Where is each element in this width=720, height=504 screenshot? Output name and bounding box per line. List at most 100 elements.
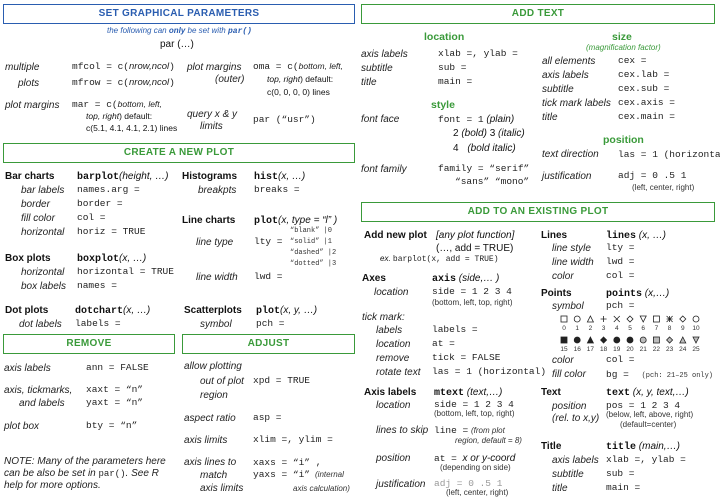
gp-subtitle: the following can only be set with par()	[107, 26, 252, 36]
note-pos: (below, left, above, right)	[606, 410, 694, 419]
code-horizontal-true: horizontal = TRUE	[77, 266, 174, 277]
pch-number: 0	[562, 325, 566, 332]
pch-number: 6	[641, 325, 645, 332]
pch-number: 17	[587, 346, 595, 353]
fn-plot-scatter: plot(x, y, …)	[256, 305, 318, 317]
any-plot-function: [any plot function]	[436, 230, 515, 241]
section-header-create-new-plot: CREATE A NEW PLOT	[3, 143, 355, 163]
label-allow-plotting: allow plotting	[184, 361, 242, 372]
code-horiz: horiz = TRUE	[77, 226, 146, 237]
code-lines-lty: lty =	[606, 242, 635, 253]
pch-symbol	[666, 336, 674, 344]
code-title-sub: sub =	[606, 468, 635, 479]
label-points-symbol: symbol	[552, 301, 584, 312]
subheader-position: position	[603, 134, 644, 146]
code-font-2-3: 2 (bold) 3 (italic)	[453, 128, 525, 139]
label-tick-labels: labels	[376, 325, 403, 336]
label-match: match	[200, 470, 228, 481]
label-axes-location: location	[374, 287, 409, 298]
label-title-title: title	[552, 483, 568, 494]
pch-number: 22	[653, 346, 661, 353]
code-xlab: xlab =, ylab =	[438, 48, 518, 59]
section-header-set-graphical-parameters: SET GRAPHICAL PARAMETERS	[3, 4, 355, 24]
pch-symbol	[639, 336, 647, 344]
fn-axis: axis (side,… )	[432, 273, 500, 285]
code-cex-axis: cex.axis =	[618, 97, 676, 108]
label-line-charts: Line charts	[182, 215, 236, 226]
label-size-subtitle: subtitle	[542, 84, 574, 95]
label-lines: Lines	[541, 230, 568, 241]
code-xaxt: xaxt = “n”	[86, 384, 144, 395]
label-query: query x & y	[187, 109, 238, 120]
lty-opt: “dotted” |3	[290, 260, 337, 268]
pch-symbol	[586, 336, 595, 344]
code-points-bg: bg = (pch: 21–25 only)	[606, 369, 714, 380]
label-axis-lines-to: axis lines to	[184, 457, 237, 468]
note-internal: (internal	[315, 470, 344, 479]
label-scatterplots: Scatterplots	[184, 305, 242, 316]
note-magnification: (magnification factor)	[586, 43, 661, 52]
label-fill-color: fill color	[21, 213, 55, 224]
pch-symbol	[679, 315, 687, 323]
pch-symbol	[692, 336, 700, 344]
example-barplot: ex. barplot(x, add = TRUE)	[380, 254, 499, 264]
label-out-of-plot: out of plot	[200, 376, 244, 387]
section-header-add-existing: ADD TO AN EXISTING PLOT	[361, 202, 715, 222]
fn-mtext: mtext (text,…)	[434, 387, 503, 399]
note-region-default: region, default = 8)	[455, 436, 522, 445]
code-main: main =	[438, 76, 473, 87]
fn-points: points (x,…)	[606, 288, 670, 300]
label-rm-axis-labels: axis labels	[4, 363, 51, 374]
par-call: par (…)	[160, 39, 194, 50]
label-region: region	[200, 390, 228, 401]
label-text: Text	[541, 387, 561, 398]
label-points-color: color	[552, 355, 574, 366]
code-lines-col: col =	[606, 270, 635, 281]
pch-symbol	[639, 315, 647, 323]
code-adj: adj = 0 .5 1	[618, 170, 687, 181]
pch-number: 4	[615, 325, 619, 332]
code-family: family = “serif”	[438, 163, 530, 174]
label-plots: plots	[18, 78, 40, 89]
label-dot-labels: dot labels	[19, 319, 62, 330]
section-header-remove: REMOVE	[3, 334, 175, 354]
fn-plot-line: plot(x, type = “l” )	[254, 215, 338, 227]
section-header-adjust: ADJUST	[182, 334, 355, 354]
label-bar-labels: bar labels	[21, 185, 65, 196]
pch-symbol	[600, 336, 608, 344]
code-mar-2: top, right) default:	[86, 111, 153, 121]
lty-opt: “dashed” |2	[290, 249, 337, 257]
code-cex-main: cex.main =	[618, 111, 676, 122]
label-mtext-location: location	[376, 400, 411, 411]
pch-number: 7	[655, 325, 659, 332]
label-axes: Axes	[362, 273, 386, 284]
code-names-arg: names.arg =	[77, 184, 140, 195]
code-mar: mar = c(bottom, left,	[72, 99, 163, 110]
note-depending: (depending on side)	[440, 463, 511, 472]
pch-symbol	[600, 316, 607, 322]
code-lines-lwd: lwd =	[606, 256, 635, 267]
pch-symbol	[692, 315, 700, 323]
code-oma: oma = c(bottom, left,	[253, 61, 344, 72]
code-mfcol: mfcol = c(nrow,ncol)	[72, 61, 175, 72]
pch-symbol	[573, 336, 581, 344]
code-lty: lty =	[254, 236, 283, 247]
label-lines-color: color	[552, 271, 574, 282]
label-add-new-plot: Add new plot	[364, 230, 427, 241]
subheader-location: location	[424, 31, 465, 43]
label-all-elements: all elements	[542, 56, 596, 67]
pch-symbol	[586, 315, 595, 323]
code-lwd: lwd =	[254, 271, 283, 282]
label-aspect-ratio: aspect ratio	[184, 413, 236, 424]
fn-dotchart: dotchart(x, …)	[75, 305, 151, 317]
label-at-axis-labels: axis labels	[361, 49, 408, 60]
note-mtext-side: (bottom, left, top, right)	[434, 409, 515, 418]
code-col: col =	[77, 212, 106, 223]
code-mtext-adj: adj = 0 .5 1	[434, 478, 503, 489]
pch-symbol	[560, 315, 568, 323]
pch-symbol	[653, 336, 660, 344]
pch-number: 5	[628, 325, 632, 332]
label-box-plots: Box plots	[5, 253, 51, 264]
code-pos: pos = 1 2 3 4	[606, 400, 681, 411]
